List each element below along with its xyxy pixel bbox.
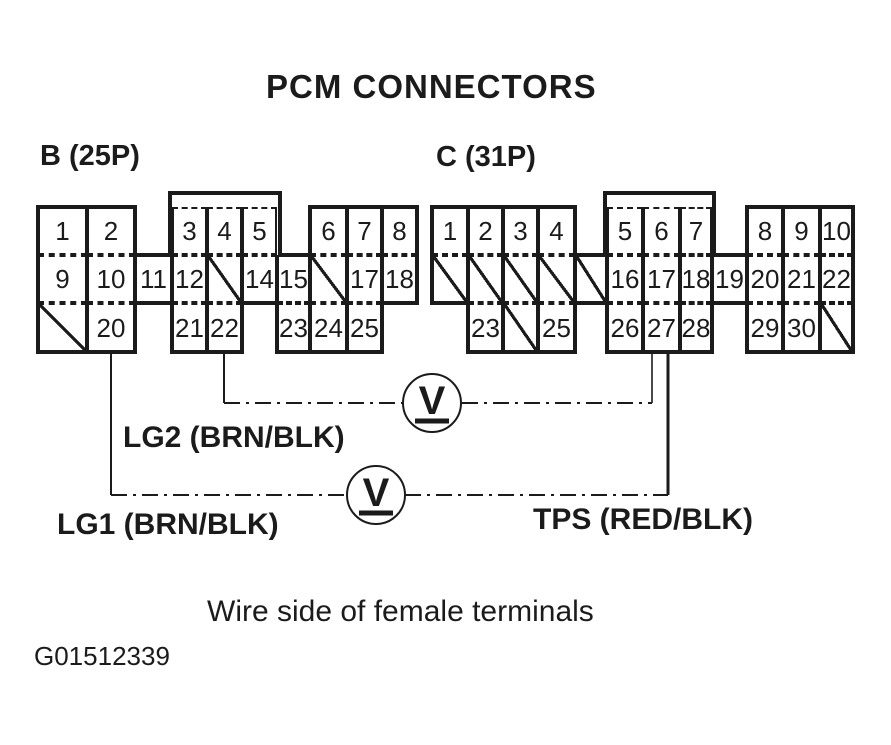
pin-cell-c-19: 19 (712, 255, 747, 303)
pin-cell-c-30: 30 (783, 303, 820, 352)
pin-cell-b-3: 3 (172, 207, 207, 255)
pin-cell-b-5: 5 (242, 207, 277, 255)
pin-cell-b-17: 17 (347, 255, 382, 303)
pin-cell-c-10: 10 (820, 207, 853, 255)
pin-cell-b-18: 18 (382, 255, 417, 303)
pin-cell-c-22: 22 (820, 255, 853, 303)
page-title: PCM CONNECTORS (266, 68, 597, 105)
pin-cell-c-29: 29 (747, 303, 783, 352)
pin-cell-b-10: 10 (87, 255, 135, 303)
connector-c-label: C (31P) (436, 141, 536, 173)
pin-cell-b-15: 15 (277, 255, 310, 303)
voltmeter-2-circle (346, 465, 406, 525)
pin-cell-b-25: 25 (347, 303, 382, 352)
pin-cell-c-21: 21 (783, 255, 820, 303)
pin-cell-c-5: 5 (607, 207, 643, 255)
pin-cell-c-9: 9 (783, 207, 820, 255)
pin-cell-b-8: 8 (382, 207, 417, 255)
pin-cell-c-28: 28 (680, 303, 712, 352)
unused-pin-cell-c (575, 255, 607, 303)
voltmeter-1: V (402, 373, 462, 433)
connector-b-label: B (25P) (40, 140, 140, 172)
voltmeter-1-circle (402, 373, 462, 433)
voltmeter-2: V (346, 465, 406, 525)
pin-cell-c-8: 8 (747, 207, 783, 255)
pin-cell-b-7: 7 (347, 207, 382, 255)
pin-cell-c-25: 25 (538, 303, 575, 352)
pin-cell-c-2: 2 (468, 207, 503, 255)
pin-cell-b-9: 9 (38, 255, 87, 303)
diagram-caption: Wire side of female terminals (207, 595, 594, 628)
pin-cell-b-20: 20 (87, 303, 135, 352)
pin-cell-b-24: 24 (310, 303, 347, 352)
pin-cell-c-27: 27 (643, 303, 680, 352)
pin-cell-b-12: 12 (172, 255, 207, 303)
pin-cell-b-23: 23 (277, 303, 310, 352)
pin-cell-c-23: 23 (468, 303, 503, 352)
pin-cell-b-2: 2 (87, 207, 135, 255)
pin-cell-c-18: 18 (680, 255, 712, 303)
unused-pin-cell-c (503, 255, 538, 303)
wire-label-tps: TPS (RED/BLK) (533, 503, 753, 536)
pin-cell-b-22: 22 (207, 303, 242, 352)
unused-pin-cell-b (207, 255, 242, 303)
unused-pin-cell-c (432, 255, 468, 303)
wire-label-lg2: LG2 (BRN/BLK) (123, 421, 345, 454)
pin-cell-c-1: 1 (432, 207, 468, 255)
unused-pin-cell-c (468, 255, 503, 303)
figure-id: G01512339 (34, 641, 170, 671)
unused-pin-cell-b (310, 255, 347, 303)
pin-cell-c-3: 3 (503, 207, 538, 255)
unused-pin-cell-c (538, 255, 575, 303)
pin-cell-c-7: 7 (680, 207, 712, 255)
voltmeter-1-symbol: V (419, 379, 446, 423)
unused-pin-cell-c (503, 303, 538, 352)
pin-cell-b-6: 6 (310, 207, 347, 255)
wire-label-lg1: LG1 (BRN/BLK) (57, 508, 279, 541)
pin-cell-c-17: 17 (643, 255, 680, 303)
pin-cell-b-21: 21 (172, 303, 207, 352)
pin-cell-b-14: 14 (242, 255, 277, 303)
voltmeter-2-symbol: V (363, 471, 390, 515)
pin-cell-c-16: 16 (607, 255, 643, 303)
pin-cell-b-11: 11 (135, 255, 172, 303)
pin-cell-b-1: 1 (38, 207, 87, 255)
unused-pin-cell-b (38, 303, 87, 352)
pin-cell-c-20: 20 (747, 255, 783, 303)
pin-cell-c-26: 26 (607, 303, 643, 352)
pin-cell-b-4: 4 (207, 207, 242, 255)
pin-cell-c-4: 4 (538, 207, 575, 255)
unused-pin-cell-c (820, 303, 853, 352)
pin-cell-c-6: 6 (643, 207, 680, 255)
